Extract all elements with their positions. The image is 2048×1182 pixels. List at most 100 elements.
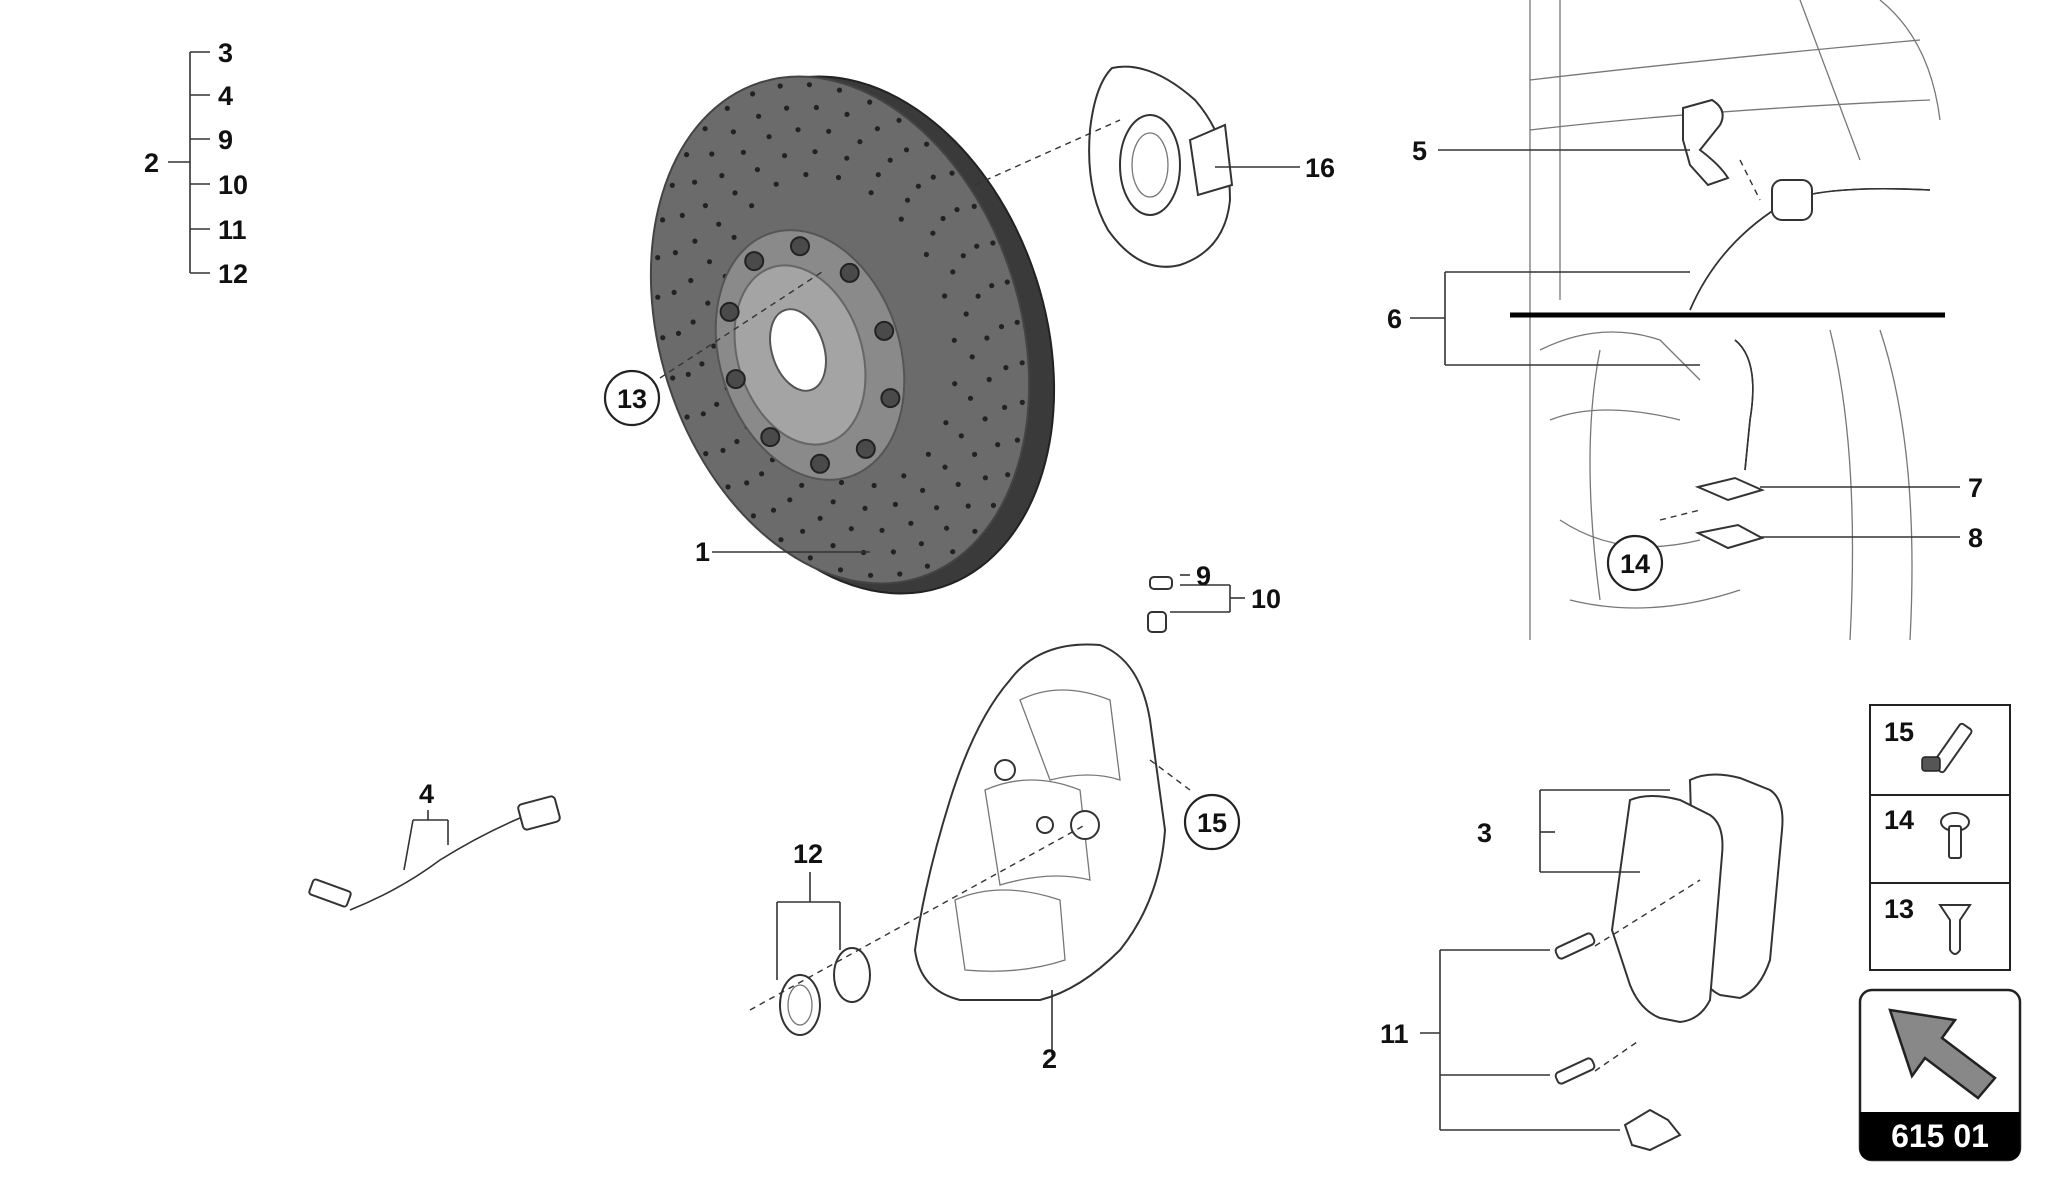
disc-drill-hole	[655, 294, 661, 300]
disc-drill-hole	[749, 203, 755, 209]
disc-drill-hole	[887, 157, 893, 163]
disc-drill-hole	[685, 371, 691, 377]
disc-drill-hole	[1003, 365, 1009, 371]
disc-drill-hole	[740, 149, 747, 155]
brake-disc	[649, 75, 1056, 595]
disc-drill-hole	[925, 451, 932, 457]
disc-drill-hole	[754, 167, 761, 173]
disc-drill-hole	[702, 203, 709, 209]
disc-drill-hole	[862, 505, 868, 511]
disc-bolt	[719, 301, 740, 322]
disc-drill-hole	[730, 129, 737, 135]
disc-drill-hole	[660, 335, 666, 341]
callout-6: 6	[1387, 304, 1402, 334]
disc-bolt	[855, 438, 876, 459]
disc-drill-hole	[837, 567, 844, 573]
disc-drill-hole	[952, 381, 958, 387]
disc-drill-hole	[655, 255, 661, 261]
disc-drill-hole	[679, 212, 685, 218]
disc-drill-hole	[875, 172, 881, 178]
callout-1: 1	[695, 537, 710, 567]
disc-drill-hole	[784, 105, 790, 111]
disc-drill-hole	[714, 401, 720, 407]
disc-drill-hole	[897, 571, 903, 577]
disc-drill-hole	[684, 152, 690, 158]
disc-drill-hole	[995, 442, 1001, 448]
disc-drill-hole	[770, 507, 777, 513]
disc-drill-hole	[890, 549, 897, 555]
disc-drill-hole	[799, 482, 805, 488]
brake-caliper	[913, 643, 1167, 1001]
disc-drill-hole	[904, 197, 911, 203]
disc-drill-hole	[669, 182, 675, 188]
disc-drill-hole	[944, 525, 950, 531]
disc-drill-hole	[744, 480, 750, 486]
disc-drill-hole	[732, 190, 738, 196]
fastener-legend: 15 14 13	[1869, 704, 2011, 971]
disc-drill-hole	[923, 251, 930, 258]
wheel-hub	[1088, 65, 1234, 268]
disc-drill-hole	[1002, 404, 1008, 410]
disc-drill-hole	[817, 515, 823, 521]
disc-drill-hole	[958, 433, 964, 439]
disc-drill-hole	[700, 411, 706, 417]
disc-drill-hole	[756, 113, 762, 119]
disc-drill-hole	[967, 395, 974, 401]
legend-number-15: 15	[1884, 717, 1914, 747]
callout-16: 16	[1305, 153, 1335, 183]
disc-bolt	[839, 262, 860, 283]
callout-numbers: 1 2 3 4 5 6 7 8 9 10 11 12 16	[419, 136, 1983, 1074]
circled-15: 15	[1197, 808, 1227, 838]
disc-drill-hole	[670, 375, 676, 381]
disc-drill-hole	[1019, 360, 1025, 366]
disc-drill-hole	[901, 473, 907, 479]
disc-drill-hole	[898, 216, 904, 222]
disc-drill-hole	[954, 207, 960, 213]
leader-lines	[403, 119, 1960, 1131]
brake-pads	[1610, 773, 1784, 1024]
disc-drill-hole	[777, 83, 783, 89]
callout-9: 9	[1196, 561, 1211, 591]
tree-child-label: 9	[218, 125, 233, 155]
arrow-icon	[1888, 1008, 1997, 1100]
callout-3: 3	[1477, 818, 1492, 848]
disc-drill-hole	[857, 139, 863, 145]
disc-drill-hole	[716, 221, 722, 227]
disc-drill-hole	[703, 451, 709, 457]
disc-drill-hole	[955, 481, 961, 487]
disc-drill-hole	[924, 141, 930, 147]
wear-sensor	[308, 795, 561, 911]
disc-drill-hole	[830, 499, 836, 505]
circled-14: 14	[1620, 549, 1650, 579]
disc-drill-hole	[950, 549, 956, 555]
disc-drill-hole	[1014, 437, 1021, 443]
callout-8: 8	[1968, 523, 1983, 553]
disc-drill-hole	[972, 528, 978, 534]
legend-number-13: 13	[1884, 894, 1914, 924]
legend-number-14: 14	[1884, 805, 1914, 835]
tree-child-label: 11	[218, 215, 247, 245]
disc-drill-hole	[750, 91, 756, 97]
disc-drill-hole	[724, 105, 730, 111]
disc-drill-hole	[915, 183, 922, 189]
disc-drill-hole	[1004, 279, 1010, 285]
disc-drill-hole	[795, 127, 801, 133]
disc-drill-hole	[787, 497, 793, 503]
disc-drill-hole	[813, 104, 820, 111]
piston-seals	[779, 947, 871, 1036]
disc-drill-hole	[971, 203, 977, 209]
disc-drill-hole	[972, 451, 978, 457]
disc-drill-hole	[848, 526, 854, 532]
disc-drill-hole	[719, 173, 725, 179]
callout-2: 2	[1042, 1044, 1057, 1074]
circled-references: 13 14 15	[603, 369, 1664, 851]
disc-drill-hole	[934, 505, 940, 511]
disc-drill-hole	[984, 335, 990, 341]
disc-drill-hole	[963, 311, 969, 317]
disc-drill-hole	[943, 420, 949, 426]
disc-drill-hole	[720, 447, 726, 453]
disc-drill-hole	[1014, 319, 1020, 325]
disc-drill-hole	[871, 482, 877, 489]
disc-drill-hole	[803, 171, 809, 178]
callout-11: 11	[1380, 1019, 1409, 1049]
